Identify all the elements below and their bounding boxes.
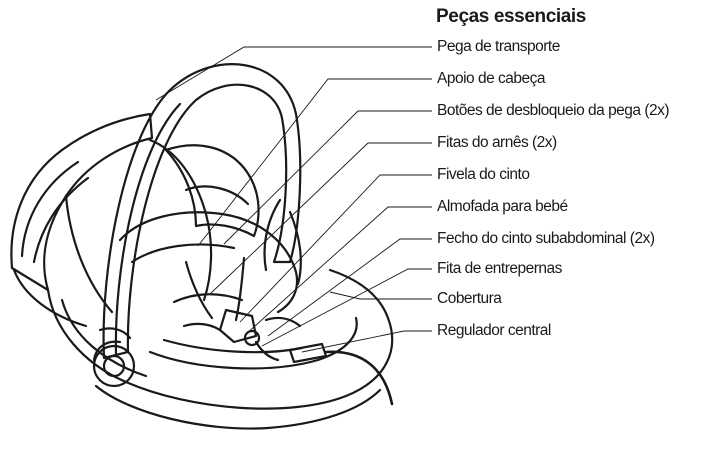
diagram-title: Peças essenciais xyxy=(436,6,586,27)
infant-insert-outline xyxy=(118,211,299,314)
leader-lines xyxy=(155,46,432,353)
leader-line-2 xyxy=(197,78,432,247)
central-adjuster xyxy=(288,342,328,364)
leader-line-6 xyxy=(245,206,432,335)
headrest-outline xyxy=(164,144,260,238)
leader-line-7 xyxy=(267,238,432,337)
harness-strap-right xyxy=(234,256,246,322)
leader-line-10 xyxy=(301,330,432,353)
handle-pivot xyxy=(92,344,136,388)
canopy-outline xyxy=(10,112,154,292)
part-label-carry-handle: Pega de transporte xyxy=(437,38,560,55)
part-label-lap-belt-clip: Fecho do cinto subabdominal (2x) xyxy=(437,230,655,247)
harness-strap-left xyxy=(184,260,214,320)
part-label-headrest: Apoio de cabeça xyxy=(437,70,545,87)
part-label-harness-straps: Fitas do arnês (2x) xyxy=(437,134,557,151)
part-label-central-adjuster: Regulador central xyxy=(437,322,551,339)
part-label-buckle: Fivela do cinto xyxy=(437,166,530,183)
leader-line-5 xyxy=(239,174,432,323)
carry-handle xyxy=(102,63,302,360)
leader-line-4 xyxy=(209,142,432,295)
leader-line-1 xyxy=(155,46,432,101)
part-label-cover: Cobertura xyxy=(437,290,502,307)
part-label-crotch-strap: Fita de entrepernas xyxy=(437,260,562,277)
seat-shell xyxy=(46,268,394,410)
part-label-handle-release-buttons: Botões de desbloqueio da pega (2x) xyxy=(437,102,670,119)
leader-line-3 xyxy=(223,110,432,245)
car-seat-illustration xyxy=(10,63,394,430)
leader-line-8 xyxy=(261,268,432,347)
part-label-infant-insert: Almofada para bebé xyxy=(437,198,568,215)
leader-line-9 xyxy=(329,291,432,300)
